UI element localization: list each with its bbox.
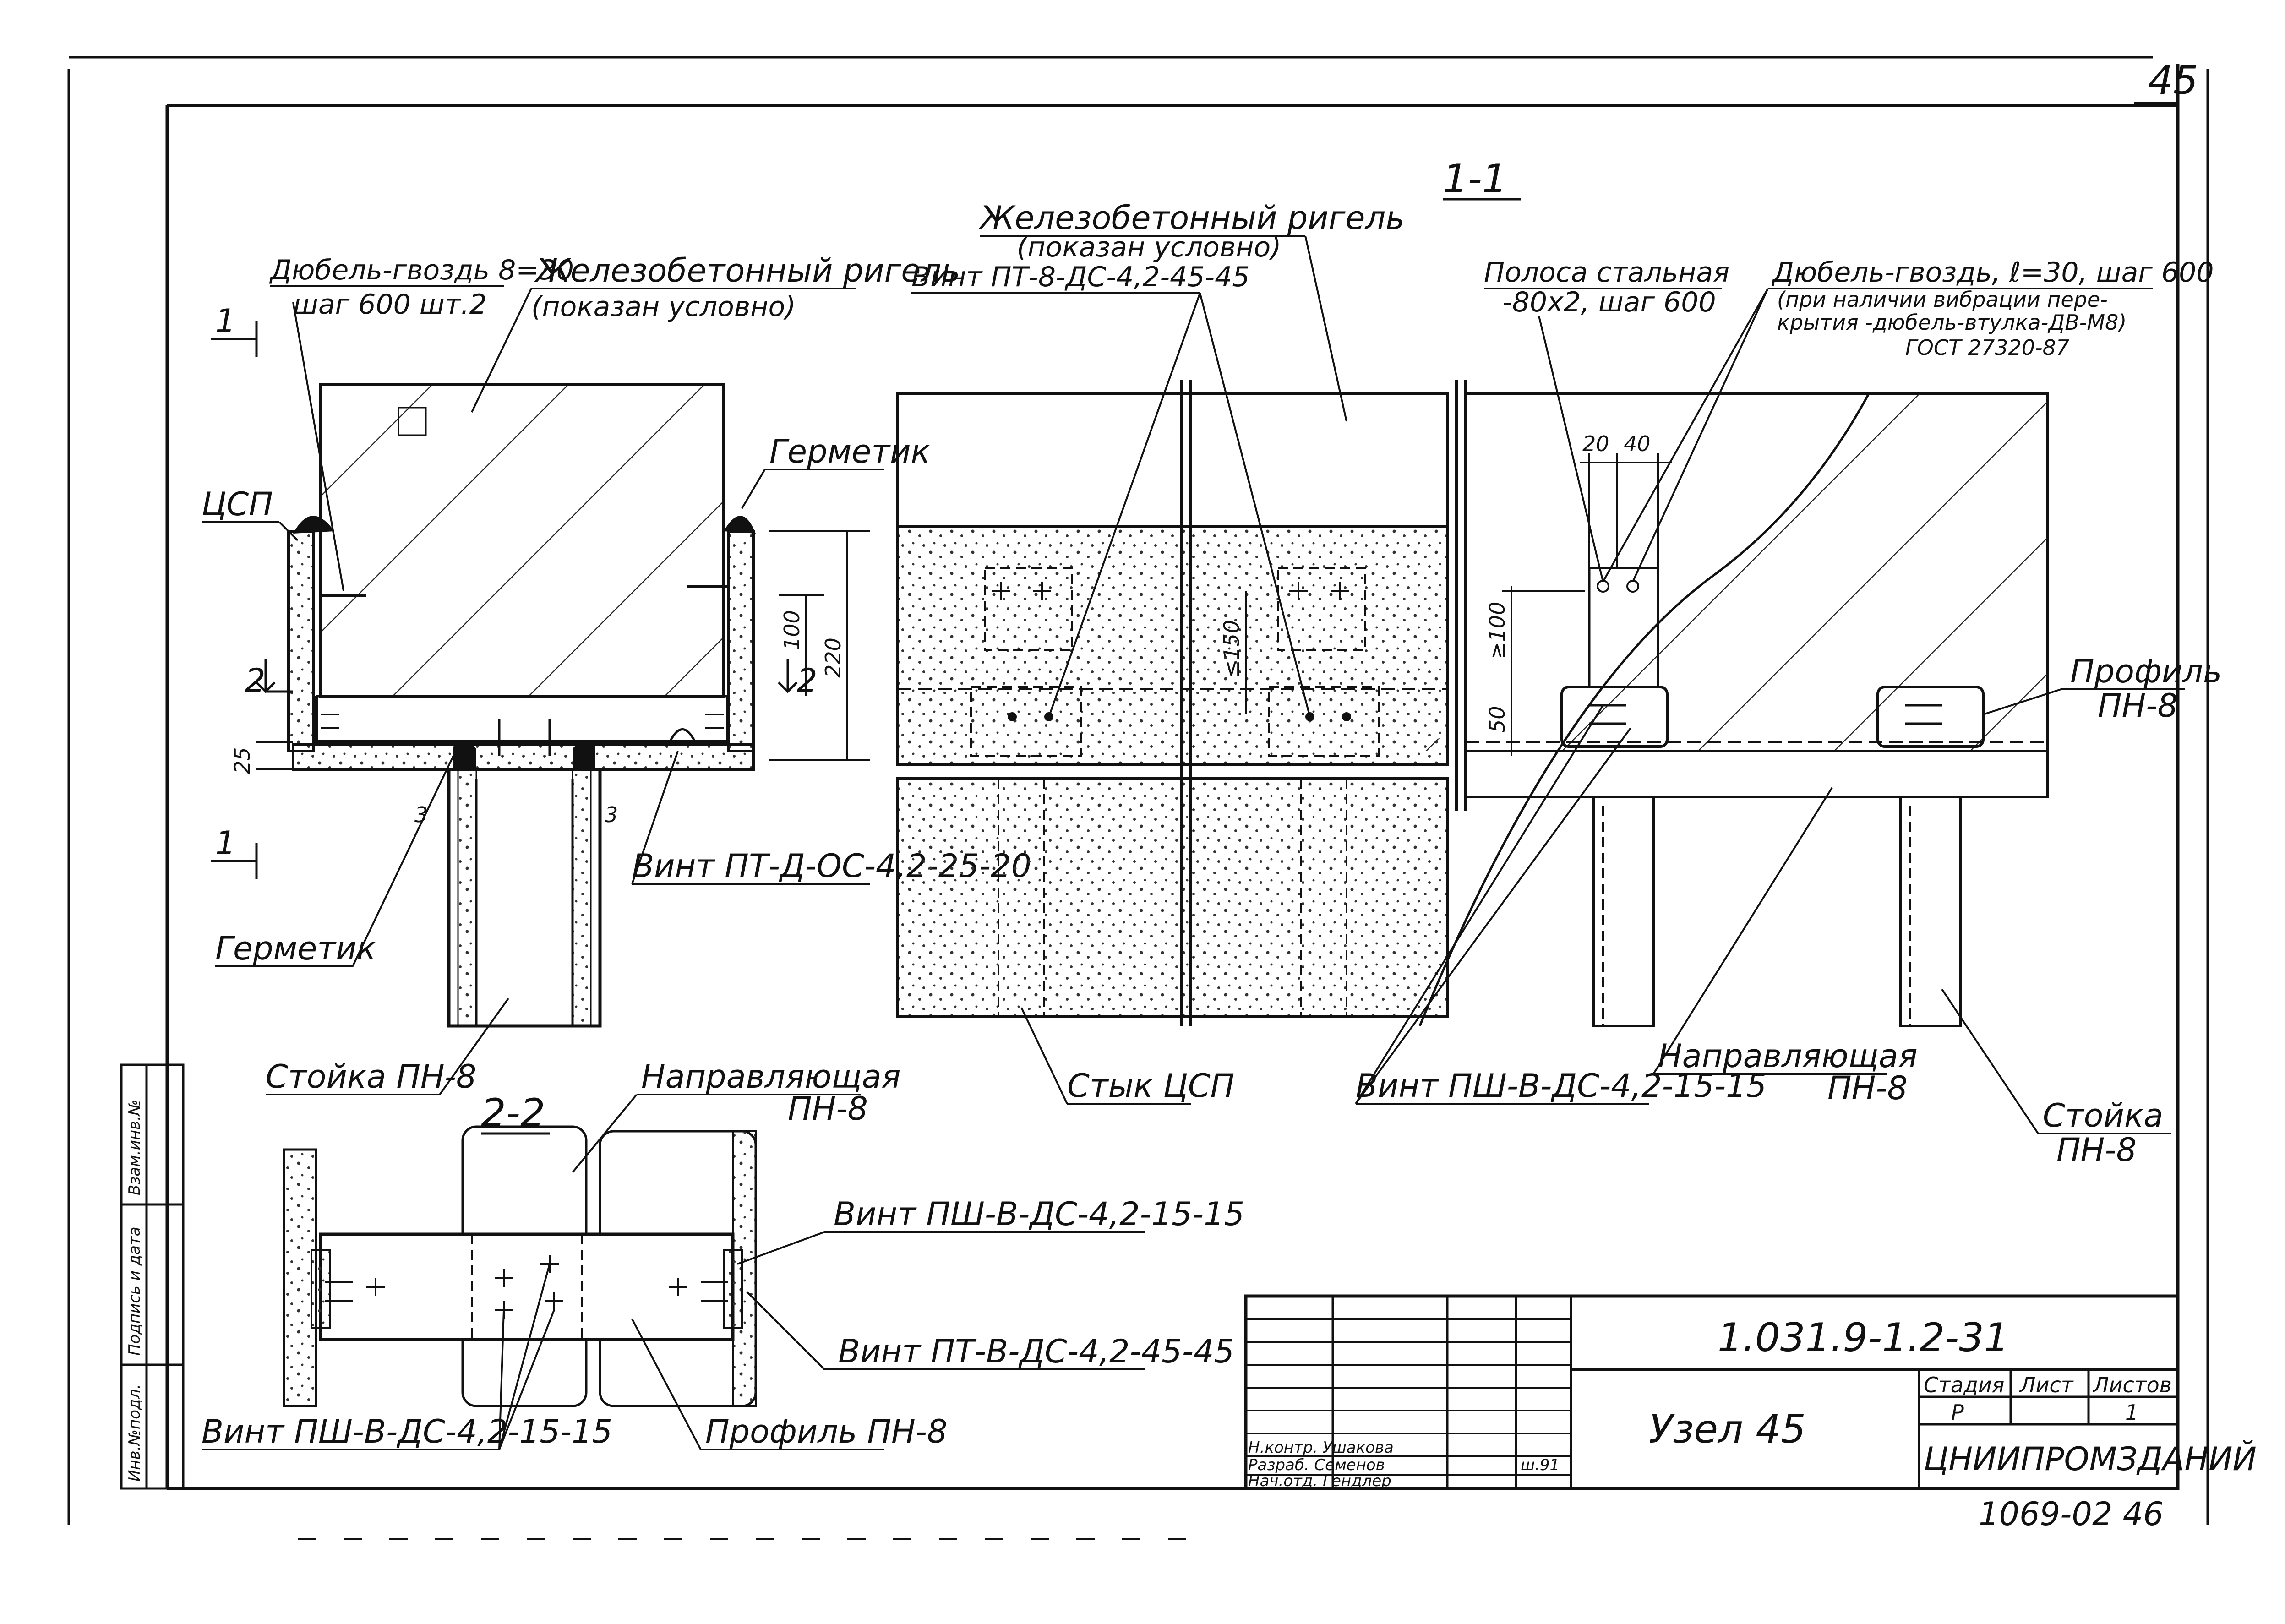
dim-150: ≤150 bbox=[1219, 620, 1244, 678]
dowel-label-2: шаг 600 шт.2 bbox=[293, 289, 487, 321]
tb-organization: ЦНИИПРОМЗДАНИЙ bbox=[1924, 1440, 2257, 1478]
dowel-label-1: Дюбель-гвоздь 8=30 bbox=[269, 254, 574, 286]
tb-sheets-header: Листов bbox=[2092, 1373, 2172, 1397]
dowel-label-right-3: крытия -дюбель-втулка-ДВ-М8) bbox=[1777, 310, 2127, 335]
tb-sheets-value: 1 bbox=[2125, 1400, 2138, 1425]
tb-stage-value: Р bbox=[1951, 1400, 1964, 1425]
section-mark-2-right: 2 bbox=[797, 662, 818, 699]
title-block: Н.контр. Ушакова Разраб. Семенов Нач.отд… bbox=[1244, 1294, 2257, 1490]
left-detail-view: 1 1 2 2 100 220 25 3 3 Дюбель-гвоздь 8=3… bbox=[202, 252, 1031, 1095]
tb-signature-row-1: Н.контр. Ушакова bbox=[1248, 1439, 1394, 1457]
stud-left bbox=[447, 768, 602, 1028]
guide-label-right-2: ПН-8 bbox=[1827, 1069, 1908, 1107]
profile-label-right-1: Профиль bbox=[2070, 653, 2222, 690]
tb-signature-row-3: Нач.отд. Гендлер bbox=[1248, 1472, 1391, 1490]
bottom-board-strip bbox=[292, 743, 755, 771]
profile-label-2-2: Профиль ПН-8 bbox=[705, 1413, 948, 1450]
guide-label-2-2-1: Направляющая bbox=[641, 1058, 901, 1095]
beam-label-mid-1: Железобетонный ригель bbox=[978, 199, 1404, 237]
csp-label: ЦСП bbox=[202, 485, 273, 523]
margin-stamp: Взам.инв.№ Подпись и дата Инв.№подл. bbox=[120, 1063, 185, 1490]
dim-20: 20 bbox=[1582, 431, 1609, 456]
concrete-beam-left bbox=[319, 383, 725, 698]
csp-board-left bbox=[287, 530, 315, 752]
section-2-2-view: 2-2 Направляющая ПН-8 Винт ПШ-В-ДС-4,2-1… bbox=[202, 1058, 1244, 1450]
section-mark-1-top: 1 bbox=[215, 302, 236, 340]
dim-100-right: ≥100 bbox=[1485, 602, 1510, 659]
dim-220: 220 bbox=[821, 638, 845, 678]
tb-signature-row-2: Разраб. Семенов bbox=[1248, 1456, 1385, 1474]
section-title-2-2: 2-2 bbox=[481, 1090, 545, 1136]
guide-track-right bbox=[1464, 750, 2049, 798]
csp-board-right bbox=[727, 530, 755, 752]
right-detail-view: 20 40 ≥100 50 Полоса стальная -80х2, шаг… bbox=[1355, 256, 2222, 1169]
sealant-label-bottom: Герметик bbox=[215, 930, 376, 967]
tb-doc-code: 1.031.9-1.2-31 bbox=[1718, 1315, 2009, 1361]
screw-label-2-2-a: Винт ПШ-В-ДС-4,2-15-15 bbox=[834, 1195, 1244, 1233]
stamp-col-3: Инв.№подл. bbox=[125, 1384, 144, 1482]
stud-right-2 bbox=[1899, 796, 1962, 1027]
dowel-label-right-2: (при наличии вибрации пере- bbox=[1777, 287, 2108, 312]
bottom-note: 1069-02 46 bbox=[1979, 1495, 2164, 1533]
sealant-cap-right bbox=[724, 516, 756, 534]
strip-label-1: Полоса стальная bbox=[1484, 256, 1729, 289]
screw-label-2-2-c: Винт ПШ-В-ДС-4,2-15-15 bbox=[202, 1413, 612, 1450]
dim-25: 25 bbox=[230, 747, 255, 774]
sheet-frame bbox=[67, 56, 2209, 1525]
dowel-label-right-1: Дюбель-гвоздь, ℓ=30, шаг 600 bbox=[1771, 256, 2214, 289]
tb-signature-date: ш.91 bbox=[1521, 1456, 1560, 1474]
stud-right-1 bbox=[1592, 796, 1655, 1027]
screw-label-mid: Винт ПТ-8-ДС-4,2-45-45 bbox=[911, 261, 1250, 293]
dim-40: 40 bbox=[1624, 431, 1651, 456]
csp-panel-upper bbox=[896, 525, 1449, 766]
stamp-col-2: Подпись и дата bbox=[125, 1226, 144, 1356]
dim-3-right: 3 bbox=[605, 802, 618, 827]
sealant-label-top: Герметик bbox=[769, 433, 930, 470]
section-mark-2-left: 2 bbox=[245, 662, 266, 699]
dowel-label-right-4: ГОСТ 27320-87 bbox=[1905, 335, 2069, 360]
dim-50: 50 bbox=[1485, 706, 1510, 733]
profile-plate-2-2 bbox=[319, 1232, 735, 1341]
beam-label-left-2: (показан условно) bbox=[531, 291, 796, 323]
csp-panel-lower bbox=[896, 777, 1449, 1018]
section-mark-1-bottom: 1 bbox=[215, 824, 236, 862]
strip-label-2: -80х2, шаг 600 bbox=[1502, 286, 1716, 318]
tb-sheet-header: Лист bbox=[2019, 1373, 2074, 1397]
stud-label-right-1: Стойка bbox=[2043, 1097, 2163, 1134]
stud-label-left: Стойка ПН-8 bbox=[266, 1058, 476, 1095]
tb-title: Узел 45 bbox=[1649, 1406, 1806, 1452]
guide-label-2-2-2: ПН-8 bbox=[788, 1090, 868, 1128]
concrete-hatch-right bbox=[1411, 394, 2047, 751]
sealant-cap-left bbox=[293, 516, 334, 534]
screw-label-2-2-b: Винт ПТ-В-ДС-4,2-45-45 bbox=[838, 1333, 1234, 1370]
tb-stage-header: Стадия bbox=[1924, 1373, 2004, 1397]
stamp-col-1: Взам.инв.№ bbox=[125, 1100, 144, 1195]
stud-label-right-2: ПН-8 bbox=[2056, 1131, 2137, 1169]
beam-label-left-1: Железобетонный ригель bbox=[534, 252, 960, 289]
section-title-1-1: 1-1 bbox=[1443, 156, 1507, 202]
middle-detail-view: ≤150 Железобетонный ригель (показан усло… bbox=[896, 199, 1449, 1105]
profile-label-right-2: ПН-8 bbox=[2098, 687, 2178, 725]
joint-label: Стык ЦСП bbox=[1067, 1067, 1234, 1105]
guide-label-right-1: Направляющая bbox=[1658, 1037, 1918, 1075]
dim-100-left: 100 bbox=[780, 610, 804, 650]
page-number: 45 bbox=[2148, 58, 2198, 104]
